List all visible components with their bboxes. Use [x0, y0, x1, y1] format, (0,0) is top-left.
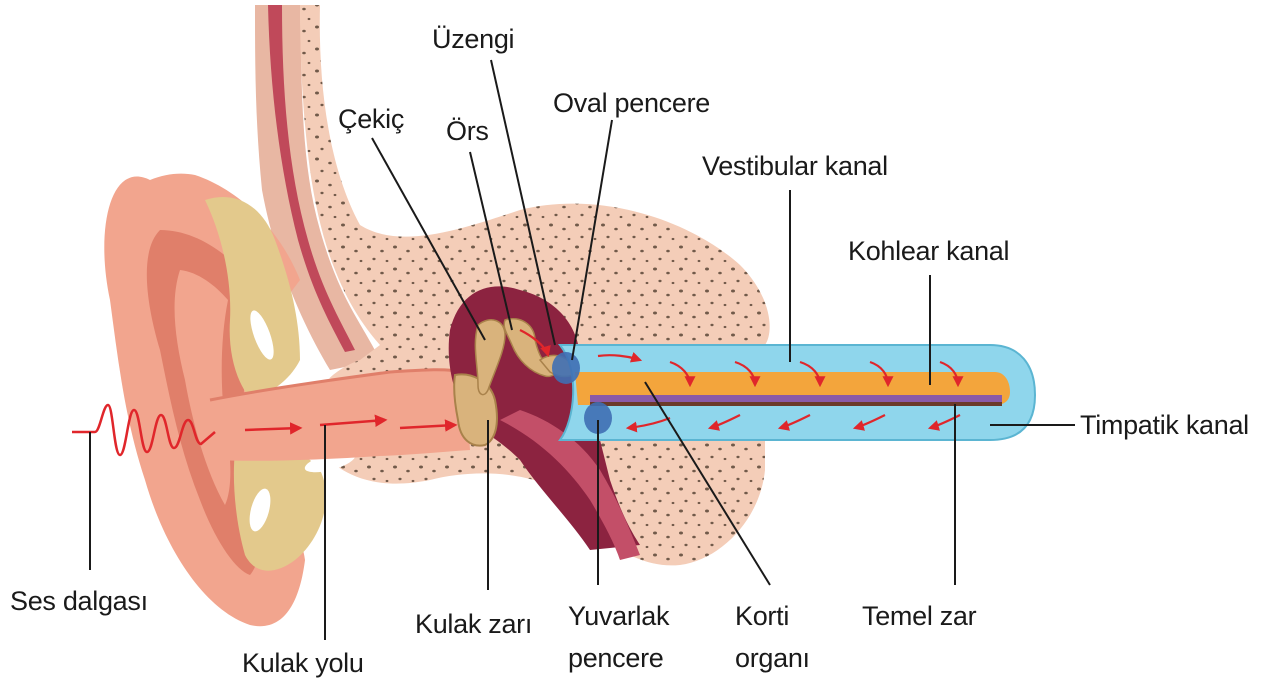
label-ses-dalgasi: Ses dalgası	[10, 586, 148, 616]
label-temel-zar: Temel zar	[862, 601, 977, 631]
cochlea	[552, 345, 1035, 440]
basilar-membrane	[590, 395, 1002, 402]
label-timpatik-kanal: Timpatik kanal	[1080, 410, 1249, 440]
label-korti-organi-line2: organı	[735, 643, 810, 673]
label-korti-organi-line1: Korti	[735, 601, 789, 631]
label-yuvarlak-pencere-line1: Yuvarlak	[568, 601, 670, 631]
label-uzengi: Üzengi	[432, 24, 514, 54]
label-kohlear-kanal: Kohlear kanal	[848, 236, 1009, 266]
label-oval-pencere: Oval pencere	[553, 88, 710, 118]
oval-window	[552, 352, 580, 384]
label-kulak-zari: Kulak zarı	[415, 609, 532, 639]
label-kulak-yolu: Kulak yolu	[242, 648, 364, 678]
label-ors: Örs	[446, 116, 489, 146]
label-vestibular-kanal: Vestibular kanal	[702, 151, 888, 181]
label-yuvarlak-pencere-line2: pencere	[568, 643, 663, 673]
label-cekic: Çekiç	[338, 104, 404, 134]
